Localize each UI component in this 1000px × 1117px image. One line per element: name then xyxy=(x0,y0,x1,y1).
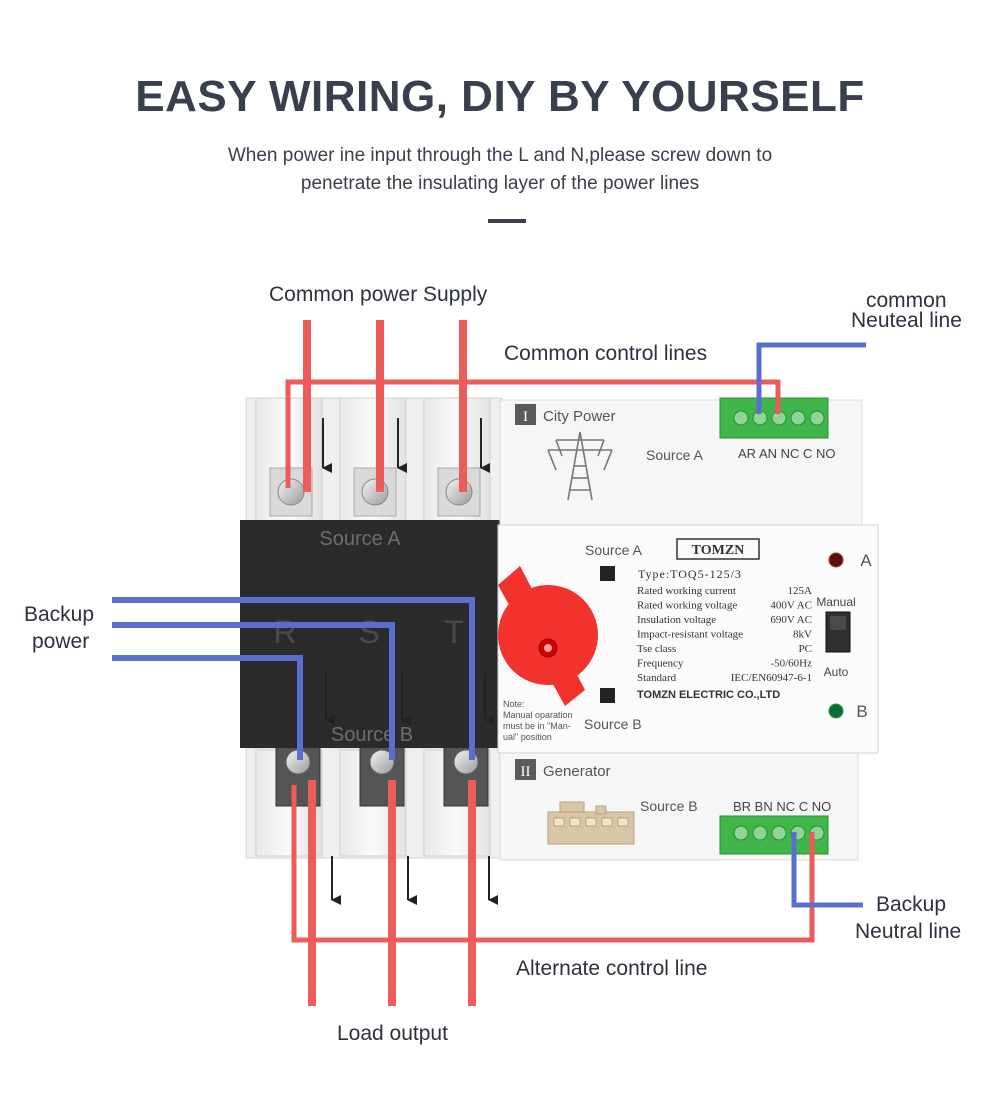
label-common-control-lines: Common control lines xyxy=(504,342,708,365)
face-source-b-label: Source B xyxy=(584,716,642,732)
phase-t-label: T xyxy=(444,614,464,650)
flow-arrows xyxy=(322,418,498,905)
page-title: EASY WIRING, DIY BY YOURSELF xyxy=(135,72,865,121)
indicator-b-lamp xyxy=(828,703,844,719)
generator-icon xyxy=(547,801,635,845)
spec-value: IEC/EN60947-6-1 xyxy=(731,672,812,684)
manufacturer-label: TOMZN ELECTRIC CO.,LTD xyxy=(637,689,780,701)
brand-box xyxy=(676,538,760,560)
side-source-b-label: Source B xyxy=(640,798,698,814)
label-backup-neutral-1: Backup xyxy=(876,893,947,916)
indicator-a-label: A xyxy=(860,551,872,570)
cover-source-a-label: Source A xyxy=(319,528,401,550)
label-common-power-supply: Common power Supply xyxy=(269,283,488,306)
spec-value: 125A xyxy=(788,585,813,597)
spec-value: PC xyxy=(799,643,812,655)
auto-label: Auto xyxy=(824,665,849,679)
screw-top-r xyxy=(277,478,305,506)
note-line-3: must be in "Man- xyxy=(503,721,571,731)
screw-top-s xyxy=(361,478,389,506)
section-2-badge xyxy=(515,759,536,780)
manual-auto-switch-slider[interactable] xyxy=(830,616,846,630)
face-source-a-label: Source A xyxy=(585,542,642,558)
common-neutral-wire xyxy=(756,342,866,414)
type-line: Type:TOQ5-125/3 xyxy=(638,567,742,581)
label-backup-neutral-2: Neutral line xyxy=(855,920,962,943)
label-common-neutral-2: Neuteal line xyxy=(851,309,962,332)
label-backup-power-1: Backup xyxy=(24,603,95,626)
indicator-a-lamp xyxy=(828,552,844,568)
manual-label: Manual xyxy=(816,595,855,609)
alternate-control-line xyxy=(291,785,815,943)
spec-name: Insulation voltage xyxy=(637,614,716,626)
section-1-numeral: I xyxy=(523,409,528,425)
ats-controller: I City Power Source A xyxy=(497,397,879,861)
city-power-label: City Power xyxy=(543,408,616,425)
section-2-numeral: II xyxy=(521,764,531,780)
common-power-wires xyxy=(303,320,467,492)
common-control-lines xyxy=(285,379,781,488)
spec-name: Rated working voltage xyxy=(637,600,737,612)
spec-name: Standard xyxy=(637,672,677,684)
label-backup-power-2: power xyxy=(32,630,90,653)
page-subtitle: When power ine input through the L and N… xyxy=(150,142,850,198)
terminal-b-labels: BR BN NC C NO xyxy=(733,799,831,814)
terminal-a-labels: AR AN NC C NO xyxy=(738,446,836,461)
screw-bottom-s xyxy=(369,749,395,775)
breaker-cover: Source A R S T Source B xyxy=(240,520,502,748)
spec-name: Frequency xyxy=(637,658,684,670)
brand-label: TOMZN xyxy=(692,543,745,558)
subtitle-line-1: When power ine input through the L and N… xyxy=(227,145,773,166)
backup-power-wires xyxy=(112,597,475,760)
section-1-badge xyxy=(515,404,536,425)
spec-value: 690V AC xyxy=(770,614,812,626)
generator-label: Generator xyxy=(543,763,611,780)
label-alternate-control-line: Alternate control line xyxy=(516,957,708,980)
title-divider xyxy=(488,219,526,223)
load-output-wires xyxy=(308,780,476,1006)
transmission-tower-icon xyxy=(547,431,613,501)
spec-value: -50/60Hz xyxy=(770,658,812,670)
note-line-4: ual" position xyxy=(503,732,552,742)
indicator-b-label: B xyxy=(856,702,867,721)
phase-r-label: R xyxy=(273,614,296,650)
note-line-2: Manual oparation xyxy=(503,710,573,720)
label-common-neutral-1: common xyxy=(866,289,947,312)
spec-name: Tse class xyxy=(637,643,676,655)
backup-neutral-wire xyxy=(791,832,863,908)
cover-source-b-label: Source B xyxy=(331,724,413,746)
spec-name: Impact-resistant voltage xyxy=(637,629,743,641)
subtitle-line-2: penetrate the insulating layer of the po… xyxy=(300,173,700,194)
phase-s-label: S xyxy=(358,614,379,650)
spec-table: Rated working current 125A Rated working v… xyxy=(637,585,812,684)
rotary-handle[interactable] xyxy=(498,566,598,706)
spec-value: 400V AC xyxy=(770,600,812,612)
spec-name: Rated working current xyxy=(637,585,736,597)
terminal-block-a xyxy=(719,397,829,439)
side-source-a-label: Source A xyxy=(646,447,703,463)
spec-value: 8kV xyxy=(793,629,812,641)
label-load-output: Load output xyxy=(337,1022,448,1045)
note-line-1: Note: xyxy=(503,699,525,709)
source-b-window xyxy=(600,688,615,703)
source-a-window xyxy=(600,566,615,581)
